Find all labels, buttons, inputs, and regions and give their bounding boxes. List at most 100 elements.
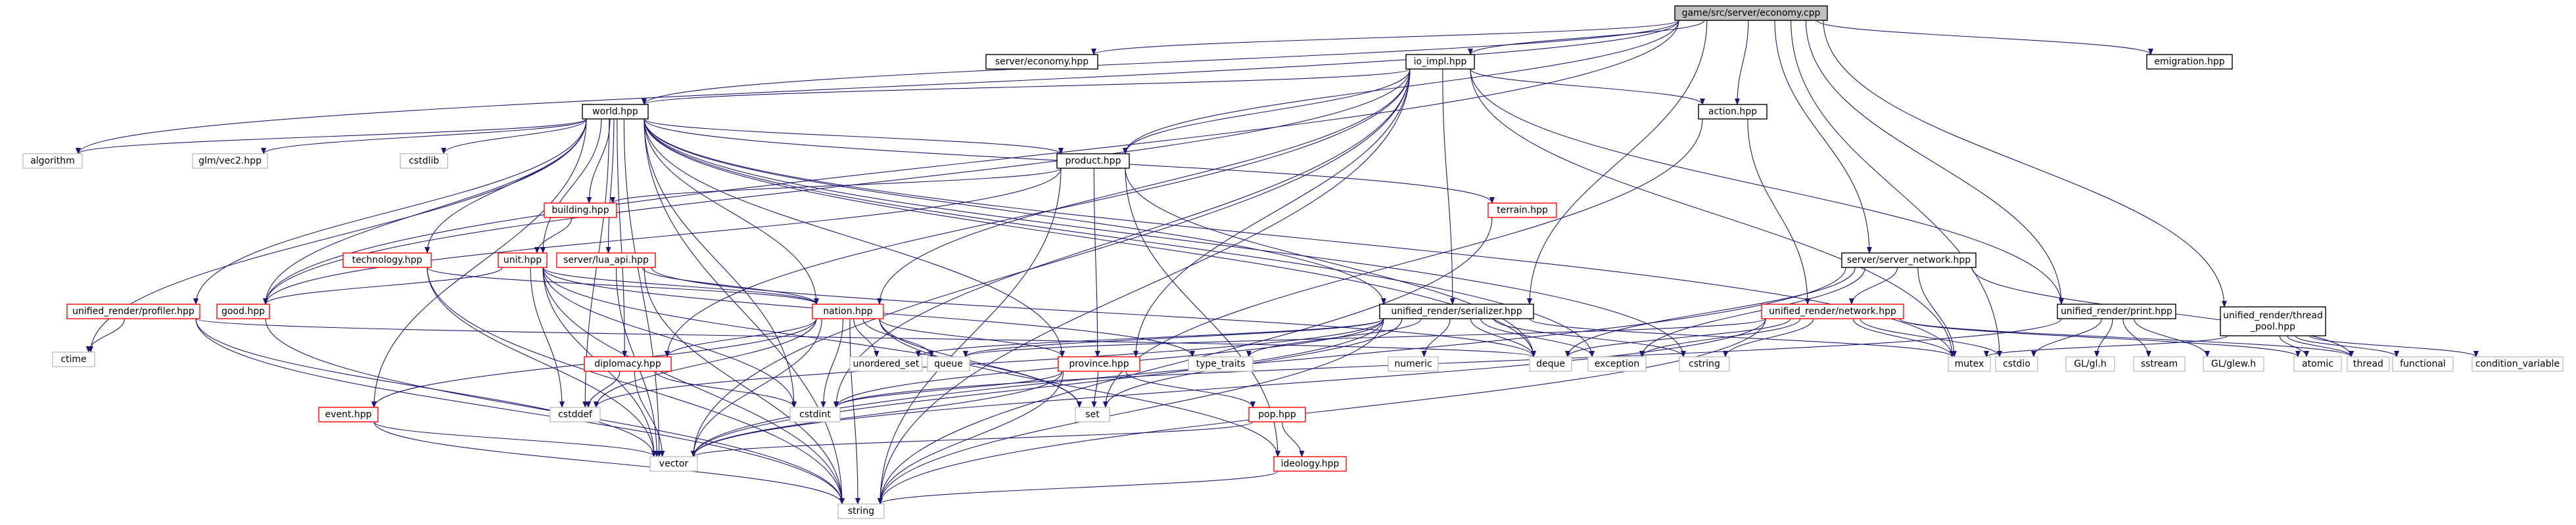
node-terrain[interactable]: terrain.hpp — [1487, 202, 1557, 218]
edge-nation-to-cstddef — [594, 318, 817, 408]
node-mutex: mutex — [1948, 356, 1991, 372]
edge-product-to-province — [1093, 168, 1100, 357]
node-box-nation — [812, 304, 884, 319]
edge-action-to-set — [1103, 118, 1703, 408]
edge-province-to-vector — [691, 371, 1063, 457]
node-technology[interactable]: technology.hpp — [342, 252, 432, 268]
edge-serializer-to-deque — [1470, 318, 1536, 357]
edge-nation-to-string — [849, 318, 860, 505]
node-thread_pool[interactable]: unified_render/thread_pool.hpp — [2220, 306, 2326, 336]
node-box-event — [318, 407, 379, 422]
node-print[interactable]: unified_render/print.hpp — [2057, 304, 2176, 319]
edge-product-to-building — [610, 168, 1062, 204]
edge-serializer-to-numeric — [1421, 318, 1451, 357]
node-event[interactable]: event.hpp — [318, 407, 379, 422]
node-string: string — [837, 503, 885, 519]
node-profiler[interactable]: unified_render/profiler.hpp — [66, 304, 200, 319]
node-server_network[interactable]: server/server_network.hpp — [1841, 252, 1977, 268]
edge-world-to-cstring — [644, 118, 1686, 357]
node-label-gl: GL/gl.h — [2074, 359, 2106, 369]
edge-economy_cpp-to-world — [642, 20, 1679, 105]
node-label-server_network: server/server_network.hpp — [1847, 255, 1971, 265]
node-lua_api[interactable]: server/lua_api.hpp — [556, 252, 656, 268]
edge-unit-to-good — [263, 267, 503, 305]
node-numeric: numeric — [1388, 356, 1439, 372]
edge-technology-to-string — [427, 267, 845, 505]
edge-network-to-deque — [1565, 318, 1791, 357]
node-label-print: unified_render/print.hpp — [2061, 306, 2172, 317]
edge-io_impl-to-product — [1123, 68, 1411, 154]
edge-serializer-to-cstring — [1493, 318, 1686, 357]
edge-province-to-cstdint — [833, 371, 1063, 408]
node-box-world — [582, 104, 649, 120]
edge-nation-to-cstdint — [820, 318, 844, 408]
edge-serializer-to-unordered_set — [916, 318, 1384, 357]
node-box-building — [544, 202, 617, 218]
edge-io_impl-to-good — [263, 68, 1411, 305]
edge-network-to-string — [878, 318, 1766, 505]
edge-io_impl-to-print — [1470, 68, 2064, 305]
edge-nation-to-ideology — [879, 318, 1280, 457]
node-box-profiler — [66, 304, 200, 319]
node-box-cstdint — [789, 407, 841, 422]
node-box-type_traits — [1188, 356, 1253, 372]
edge-server_network-to-network — [1849, 267, 1898, 305]
node-box-deque — [1529, 356, 1572, 372]
node-label-pop: pop.hpp — [1258, 409, 1296, 420]
edge-world-to-mutex — [644, 118, 1955, 357]
node-label-product: product.hpp — [1066, 156, 1121, 166]
edge-nation-to-unordered_set — [853, 318, 879, 357]
edge-world-to-building — [586, 118, 611, 204]
node-network[interactable]: unified_render/network.hpp — [1761, 304, 1904, 319]
node-box-economy_cpp — [1674, 5, 1828, 21]
node-economy_cpp[interactable]: game/src/server/economy.cpp — [1674, 5, 1828, 21]
node-building[interactable]: building.hpp — [544, 202, 617, 218]
node-emigration[interactable]: emigration.hpp — [2146, 54, 2233, 70]
node-label-terrain: terrain.hpp — [1497, 205, 1548, 216]
edge-economy_cpp-to-server_economy — [1091, 20, 1679, 55]
edge-product-to-good — [263, 168, 1062, 305]
edge-economy_cpp-to-thread_pool — [1823, 20, 2227, 308]
node-box-glew — [2203, 356, 2264, 372]
node-queue: queue — [927, 356, 970, 372]
edge-economy_cpp-to-io_impl — [1468, 20, 1705, 55]
node-label-economy_cpp: game/src/server/economy.cpp — [1682, 8, 1821, 18]
edge-unit-to-cstddef — [530, 267, 565, 408]
node-serializer[interactable]: unified_render/serializer.hpp — [1379, 304, 1534, 319]
edge-economy_cpp-to-product — [1123, 20, 1679, 154]
edge-lua_api-to-nation — [642, 267, 819, 305]
node-box-emigration — [2146, 54, 2233, 70]
node-cstdio: cstdio — [1995, 356, 2038, 372]
node-set: set — [1075, 407, 1110, 422]
node-unit[interactable]: unit.hpp — [498, 252, 548, 268]
node-province[interactable]: province.hpp — [1058, 356, 1140, 372]
node-label-lua_api: server/lua_api.hpp — [563, 255, 649, 265]
edge-world-to-nation — [644, 118, 819, 305]
edge-network-to-mutex — [1852, 318, 1955, 357]
node-box-functional — [2392, 356, 2454, 372]
node-ideology[interactable]: ideology.hpp — [1273, 456, 1347, 472]
node-box-numeric — [1388, 356, 1439, 372]
edge-unit-to-nation — [542, 267, 819, 305]
node-nation[interactable]: nation.hpp — [812, 304, 884, 319]
edge-serializer-to-exception — [1480, 318, 1595, 357]
edge-lua_api-to-string — [644, 267, 845, 505]
node-label-diplomacy: diplomacy.hpp — [594, 359, 661, 369]
edge-io_impl-to-diplomacy — [665, 68, 1411, 357]
node-action[interactable]: action.hpp — [1698, 104, 1768, 120]
node-pop[interactable]: pop.hpp — [1248, 407, 1306, 422]
node-server_economy[interactable]: server/economy.hpp — [985, 54, 1098, 70]
node-box-string — [837, 503, 885, 519]
node-diplomacy[interactable]: diplomacy.hpp — [584, 356, 672, 372]
node-label-thread_pool: _pool.hpp — [2250, 322, 2295, 332]
node-box-good — [216, 304, 270, 319]
node-good[interactable]: good.hpp — [216, 304, 270, 319]
edge-province-to-pop — [1125, 371, 1255, 408]
edge-diplomacy-to-cstdint — [655, 371, 797, 408]
node-io_impl[interactable]: io_impl.hpp — [1405, 54, 1475, 70]
edge-io_impl-to-province — [1133, 68, 1411, 357]
edge-technology-to-nation — [427, 267, 819, 305]
edge-technology-to-vector — [427, 267, 657, 457]
node-world[interactable]: world.hpp — [582, 104, 649, 120]
node-product[interactable]: product.hpp — [1056, 153, 1130, 169]
